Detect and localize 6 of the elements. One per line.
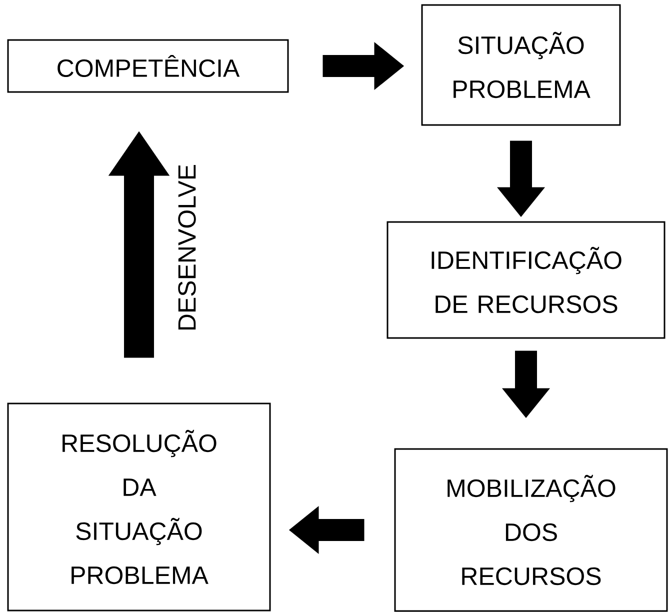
process-box: SITUAÇÃO PROBLEMA [421, 4, 621, 126]
edge-label: DESENVOLVE [177, 162, 197, 333]
process-box: MOBILIZAÇÃO DOS RECURSOS [394, 448, 668, 612]
process-box: COMPETÊNCIA [7, 39, 289, 93]
process-box: IDENTIFICAÇÃO DE RECURSOS [386, 221, 666, 339]
process-box: RESOLUÇÃO DA SITUAÇÃO PROBLEMA [7, 402, 271, 612]
